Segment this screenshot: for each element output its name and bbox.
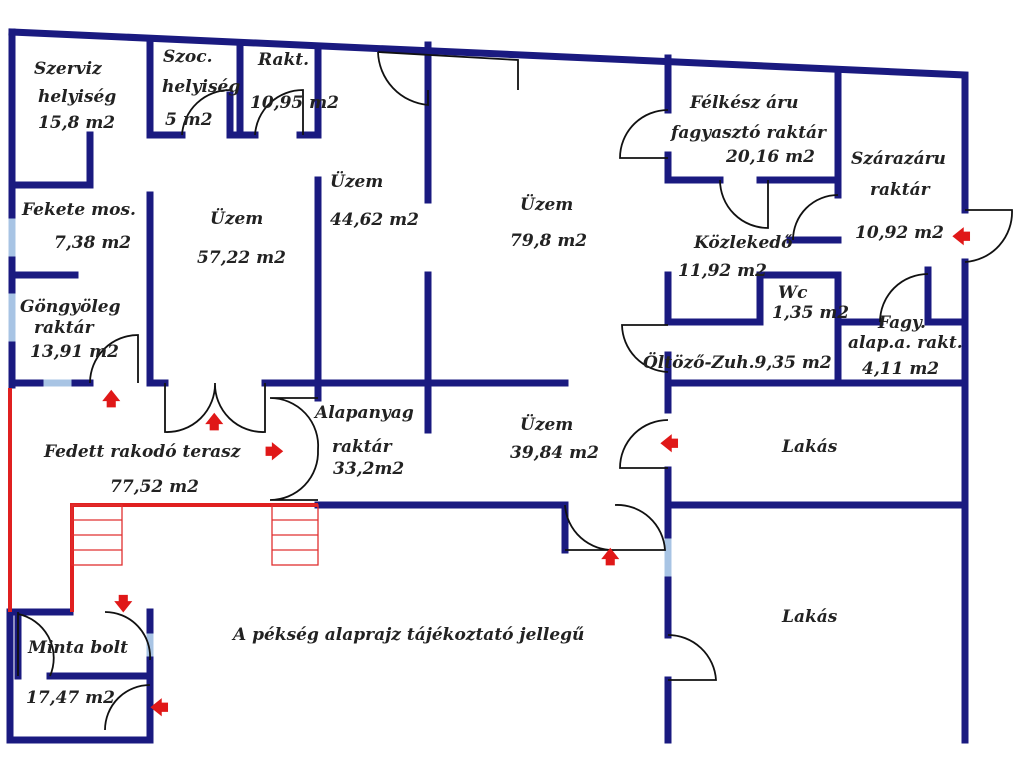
- room-rakt-area: 10,95 m2: [250, 93, 339, 113]
- room-kozlekedo-area: 11,92 m2: [678, 261, 767, 281]
- room-oltozo-label: Öltöző-Zuh.9,35 m2: [643, 352, 832, 373]
- room-labels: Szerviz helyiség 15,8 m2 Szoc. helyiség …: [20, 47, 963, 708]
- room-uzem57-name: Üzem: [210, 208, 263, 229]
- terrace-outline: [8, 388, 319, 612]
- room-kozlekedo-name: Közlekedő: [693, 233, 793, 253]
- room-szoc-name2: helyiség: [162, 77, 240, 97]
- room-alapanyag-name: Alapanyag: [313, 403, 414, 423]
- entrance-arrow-icon: 🡄: [952, 227, 971, 248]
- room-gongyoleg-name2: raktár: [34, 318, 95, 338]
- room-minta-area: 17,47 m2: [26, 688, 115, 708]
- entrance-arrow-icon: 🡅: [205, 412, 224, 433]
- room-felkesz-area: 20,16 m2: [725, 147, 815, 167]
- entrance-arrows: 🡅 🡅 🡆 🡄 🡄 🡅 🡇 🡄: [102, 227, 971, 719]
- room-alapanyag-area: 33,2m2: [333, 459, 404, 479]
- entrance-arrow-icon: 🡅: [601, 547, 620, 568]
- room-fagy-name2: alap.a. rakt.: [848, 333, 963, 353]
- entrance-arrow-icon: 🡄: [660, 434, 679, 455]
- room-fekete-name: Fekete mos.: [21, 200, 136, 220]
- room-lakas2-name: Lakás: [781, 607, 838, 627]
- room-szarazaru-name2: raktár: [870, 180, 931, 200]
- entrance-arrow-icon: 🡅: [102, 389, 121, 410]
- room-szoc-name: Szoc.: [163, 47, 213, 67]
- entrance-arrow-icon: 🡄: [150, 698, 169, 719]
- entrance-arrow-icon: 🡆: [265, 442, 284, 463]
- room-felkesz-name: Félkész áru: [689, 93, 798, 113]
- room-szarazaru-name: Szárazáru: [851, 149, 946, 169]
- room-uzem44-name: Üzem: [330, 171, 383, 192]
- room-szerviz-name: Szerviz: [34, 59, 102, 79]
- room-fedett-name: Fedett rakodó terasz: [43, 442, 241, 462]
- entrance-arrow-icon: 🡇: [114, 594, 133, 615]
- room-wc-area: 1,35 m2: [772, 303, 849, 323]
- room-szerviz-name2: helyiség: [38, 87, 116, 107]
- room-fedett-area: 77,52 m2: [110, 477, 199, 497]
- room-rakt-name: Rakt.: [257, 50, 309, 70]
- room-fagy-name: Fagy.: [877, 313, 926, 333]
- room-gongyoleg-name: Göngyöleg: [20, 297, 121, 317]
- room-alapanyag-name2: raktár: [332, 437, 393, 457]
- room-uzem79-area: 79,8 m2: [510, 231, 587, 251]
- room-fekete-area: 7,38 m2: [54, 233, 131, 253]
- room-szarazaru-area: 10,92 m2: [855, 223, 944, 243]
- room-minta-name: Minta bolt: [27, 638, 128, 658]
- room-uzem39-name: Üzem: [520, 414, 573, 435]
- room-szoc-area: 5 m2: [165, 110, 213, 130]
- doors: [17, 51, 1013, 731]
- disclaimer-note: A pékség alaprajz tájékoztató jellegű: [231, 625, 584, 645]
- room-uzem44-area: 44,62 m2: [330, 210, 419, 230]
- room-szerviz-area: 15,8 m2: [38, 113, 115, 133]
- room-uzem57-area: 57,22 m2: [197, 248, 286, 268]
- room-wc-name: Wc: [778, 283, 808, 303]
- room-uzem39-area: 39,84 m2: [510, 443, 599, 463]
- room-lakas1-name: Lakás: [781, 437, 838, 457]
- room-gongyoleg-area: 13,91 m2: [30, 342, 119, 362]
- room-felkesz-name2: fagyasztó raktár: [670, 123, 827, 143]
- room-uzem79-name: Üzem: [520, 194, 573, 215]
- room-fagy-area: 4,11 m2: [862, 359, 939, 379]
- walls: [6, 28, 969, 744]
